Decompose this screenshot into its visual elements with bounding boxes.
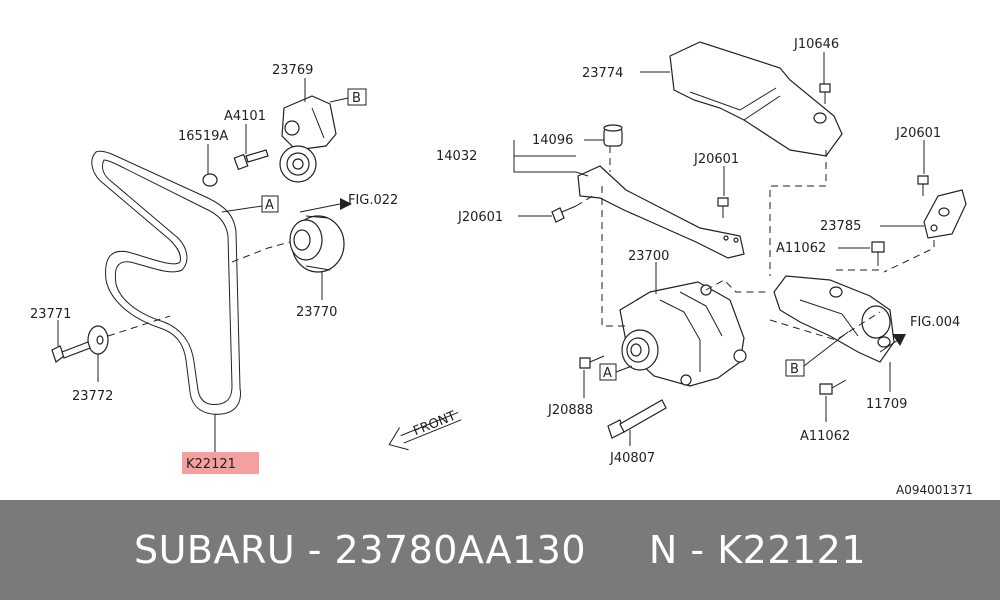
label-fig022: FIG.022 bbox=[348, 193, 398, 208]
bolt-a4101 bbox=[233, 149, 269, 171]
ref-b-2: B bbox=[790, 362, 799, 377]
label-fig004: FIG.004 bbox=[910, 315, 960, 330]
bracket-23785 bbox=[923, 189, 967, 239]
bolt-j20601-b bbox=[717, 197, 729, 218]
label-14032: 14032 bbox=[436, 149, 477, 164]
label-j20601-a: J20601 bbox=[457, 210, 503, 225]
idler-pulley-23770 bbox=[289, 215, 345, 273]
ref-box-b-1 bbox=[347, 88, 367, 106]
bracket-14032 bbox=[577, 165, 745, 259]
washer-23772 bbox=[87, 325, 109, 355]
bolt-23771 bbox=[51, 341, 91, 363]
footer-brand: SUBARU bbox=[133, 528, 296, 572]
footer-bar: SUBARU - 23780AA130 N - K22121 bbox=[0, 500, 1000, 600]
label-k22121: K22121 bbox=[186, 457, 236, 472]
footer-text: SUBARU - 23780AA130 N - K22121 bbox=[133, 528, 867, 572]
label-j20601-c: J20601 bbox=[895, 126, 941, 141]
cover-23774 bbox=[669, 41, 843, 157]
tensioner-23769 bbox=[279, 95, 337, 183]
label-23769: 23769 bbox=[272, 63, 313, 78]
label-11709: 11709 bbox=[866, 397, 907, 412]
label-23785: 23785 bbox=[820, 219, 861, 234]
image-id: A094001371 bbox=[896, 483, 973, 497]
label-front: FRONT bbox=[411, 409, 458, 440]
label-16519a: 16519A bbox=[178, 129, 228, 144]
footer-part-number: 23780AA130 bbox=[334, 528, 587, 572]
bolt-j20888 bbox=[579, 355, 605, 369]
label-23700: 23700 bbox=[628, 249, 669, 264]
label-j20601-b: J20601 bbox=[693, 152, 739, 167]
diagram-svg: K22121 23769 B A4101 bbox=[30, 37, 973, 497]
drive-belt bbox=[91, 150, 241, 415]
ref-box-b-2 bbox=[785, 359, 805, 377]
label-j40807: J40807 bbox=[609, 451, 655, 466]
bracket-11709 bbox=[773, 275, 895, 363]
front-arrow bbox=[388, 411, 462, 451]
label-23774: 23774 bbox=[582, 66, 623, 81]
bolt-j20601-a bbox=[551, 205, 577, 223]
label-23770: 23770 bbox=[296, 305, 337, 320]
ref-a-2: A bbox=[603, 366, 612, 381]
k22121-highlight bbox=[182, 452, 259, 474]
label-a11062-b: A11062 bbox=[800, 429, 850, 444]
ref-box-a-1 bbox=[261, 195, 279, 213]
label-j20888: J20888 bbox=[547, 403, 593, 418]
alternator-23700 bbox=[619, 281, 747, 387]
label-j10646: J10646 bbox=[793, 37, 839, 52]
ref-b-1: B bbox=[352, 91, 361, 106]
bolt-j20601-c bbox=[917, 175, 929, 196]
label-a11062-a: A11062 bbox=[776, 241, 826, 256]
cap-16519a bbox=[202, 173, 218, 187]
parts-diagram: K22121 23769 B A4101 bbox=[30, 37, 973, 497]
label-23772: 23772 bbox=[72, 389, 113, 404]
footer-aftermarket-number: N - K22121 bbox=[648, 528, 867, 572]
ref-a-1: A bbox=[265, 198, 274, 213]
bolt-j10646 bbox=[819, 83, 831, 104]
bushing-14096 bbox=[603, 124, 623, 147]
bolt-a11062-upper bbox=[871, 241, 885, 266]
bolt-a11062-lower bbox=[819, 379, 847, 395]
label-23771: 23771 bbox=[30, 307, 71, 322]
label-14096: 14096 bbox=[532, 133, 573, 148]
bolt-j40807 bbox=[607, 399, 667, 439]
label-a4101: A4101 bbox=[224, 109, 266, 124]
